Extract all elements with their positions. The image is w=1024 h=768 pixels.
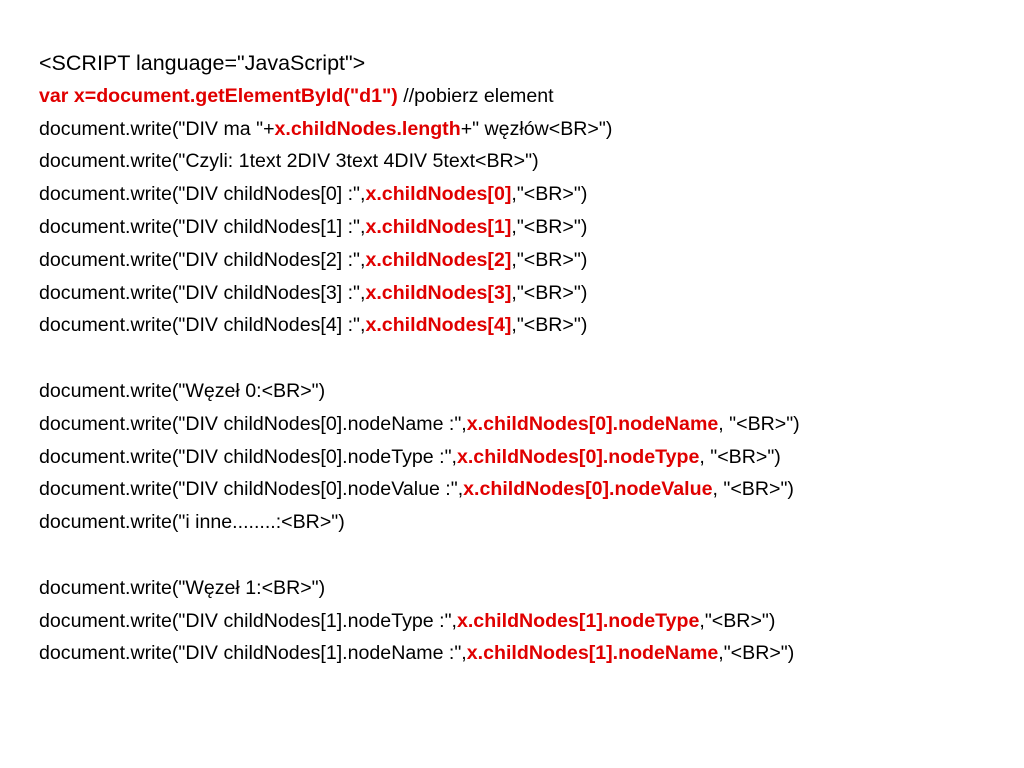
code-text: //pobierz element (397, 84, 554, 107)
blank-line (39, 539, 999, 572)
code-highlight: x.childNodes[0].nodeValue (463, 478, 713, 501)
code-text: ,"<BR>") (511, 248, 588, 271)
code-highlight: x.childNodes[3] (365, 281, 512, 304)
code-line: document.write("DIV ma "+x.childNodes.le… (39, 113, 999, 146)
code-text: document.write("DIV childNodes[3] :", (39, 281, 366, 304)
code-text: document.write("DIV childNodes[1].nodeTy… (39, 609, 457, 632)
code-line: var x=document.getElementById("d1") //po… (39, 80, 999, 113)
code-line: document.write("DIV childNodes[3] :",x.c… (39, 277, 999, 310)
blank-line (39, 342, 999, 375)
code-highlight: x.childNodes[1].nodeType (456, 609, 700, 632)
code-text: ,"<BR>") (511, 314, 588, 337)
code-line: document.write("DIV childNodes[0].nodeTy… (39, 441, 999, 474)
code-text: document.write("DIV ma "+ (39, 117, 275, 140)
code-text: , "<BR>") (718, 412, 800, 435)
code-line: document.write("DIV childNodes[0].nodeNa… (39, 408, 999, 441)
code-text: , "<BR>") (712, 478, 794, 501)
code-text: document.write("DIV childNodes[0] :", (39, 183, 366, 206)
code-line: document.write("Czyli: 1text 2DIV 3text … (39, 145, 999, 178)
code-text: , "<BR>") (699, 445, 781, 468)
code-line: <SCRIPT language="JavaScript"> (39, 47, 999, 80)
code-highlight: x.childNodes[0].nodeType (456, 445, 700, 468)
code-highlight: x.childNodes[1].nodeName (466, 642, 719, 665)
code-highlight: x.childNodes[4] (365, 314, 512, 337)
code-text: ,"<BR>") (699, 609, 776, 632)
code-text: document.write("Węzeł 1:<BR>") (39, 576, 326, 599)
code-line: document.write("Węzeł 1:<BR>") (39, 572, 999, 605)
code-text: document.write("DIV childNodes[1].nodeNa… (39, 642, 467, 665)
code-line: document.write("DIV childNodes[1].nodeNa… (39, 637, 999, 670)
code-text: document.write("DIV childNodes[4] :", (39, 314, 366, 337)
code-highlight: var x=document.getElementById("d1") (39, 84, 398, 107)
code-text: document.write("DIV childNodes[0].nodeTy… (39, 445, 457, 468)
code-text: document.write("DIV childNodes[2] :", (39, 248, 366, 271)
code-listing: <SCRIPT language="JavaScript"> var x=docu… (39, 47, 999, 670)
code-line: document.write("DIV childNodes[1] :",x.c… (39, 211, 999, 244)
code-highlight: x.childNodes[2] (365, 248, 512, 271)
code-text: ,"<BR>") (718, 642, 795, 665)
code-highlight: x.childNodes[0] (365, 183, 512, 206)
code-line: document.write("DIV childNodes[2] :",x.c… (39, 244, 999, 277)
code-text: document.write("Węzeł 0:<BR>") (39, 379, 326, 402)
code-line: document.write("DIV childNodes[0] :",x.c… (39, 178, 999, 211)
code-text: document.write("Czyli: 1text 2DIV 3text … (39, 150, 539, 173)
code-text: document.write("DIV childNodes[1] :", (39, 215, 366, 238)
code-line: document.write("Węzeł 0:<BR>") (39, 375, 999, 408)
code-line: document.write("DIV childNodes[1].nodeTy… (39, 605, 999, 638)
code-line: document.write("DIV childNodes[0].nodeVa… (39, 473, 999, 506)
code-text: document.write("i inne........:<BR>") (39, 511, 345, 534)
code-text: ,"<BR>") (511, 183, 588, 206)
code-highlight: x.childNodes[1] (365, 215, 512, 238)
code-text: +" węzłów<BR>") (460, 117, 613, 140)
code-text: document.write("DIV childNodes[0].nodeNa… (39, 412, 467, 435)
code-text: <SCRIPT language="JavaScript"> (39, 51, 366, 75)
code-highlight: x.childNodes.length (274, 117, 461, 140)
code-text: ,"<BR>") (511, 215, 588, 238)
code-text: document.write("DIV childNodes[0].nodeVa… (39, 478, 464, 501)
code-highlight: x.childNodes[0].nodeName (466, 412, 719, 435)
code-text: ,"<BR>") (511, 281, 588, 304)
code-line: document.write("i inne........:<BR>") (39, 506, 999, 539)
code-line: document.write("DIV childNodes[4] :",x.c… (39, 309, 999, 342)
